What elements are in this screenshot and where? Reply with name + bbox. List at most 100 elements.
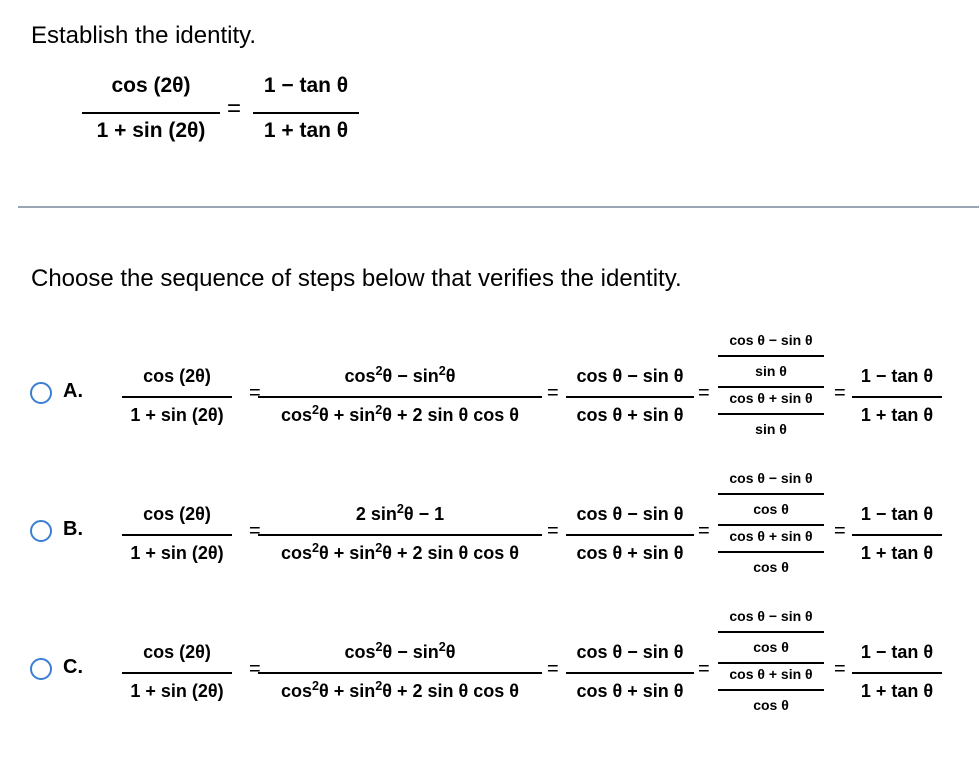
- identity-rhs: 1 − tan θ 1 + tan θ: [253, 74, 359, 146]
- step-5-numerator: 1 − tan θ: [860, 504, 934, 524]
- step-5-numerator: 1 − tan θ: [860, 642, 934, 662]
- equals-sign: =: [834, 658, 846, 680]
- equals-sign: =: [249, 520, 261, 542]
- step-2-fraction: 2 sin2θ − 1 cos2θ + sin2θ + 2 sin θ cos …: [258, 502, 542, 568]
- step-3-denominator: cos θ + sin θ: [576, 681, 684, 701]
- identity-rhs-denominator: 1 + tan θ: [263, 119, 349, 142]
- step-2-denominator: cos2θ + sin2θ + 2 sin θ cos θ: [280, 679, 520, 701]
- step-3-denominator: cos θ + sin θ: [576, 405, 684, 425]
- radio-button[interactable]: [30, 382, 52, 404]
- step-2-numerator: cos2θ − sin2θ: [344, 364, 456, 386]
- step-3-numerator: cos θ − sin θ: [576, 504, 684, 524]
- step-3-fraction: cos θ − sin θ cos θ + sin θ: [566, 504, 694, 568]
- fraction-bar: [82, 112, 220, 114]
- option-letter: C.: [63, 656, 83, 678]
- step-4-upper-numerator: cos θ − sin θ: [729, 608, 813, 624]
- step-4-upper-numerator: cos θ − sin θ: [729, 332, 813, 348]
- step-2-denominator: cos2θ + sin2θ + 2 sin θ cos θ: [280, 541, 520, 563]
- step-3-numerator: cos θ − sin θ: [576, 366, 684, 386]
- identity-lhs-denominator: 1 + sin (2θ): [96, 119, 206, 142]
- equals-sign: =: [698, 382, 710, 404]
- step-4-upper-denominator: cos θ: [753, 639, 789, 655]
- step-4-lower-denominator: sin θ: [755, 421, 787, 437]
- step-4-lower-numerator: cos θ + sin θ: [729, 390, 813, 406]
- equals-sign: =: [547, 520, 559, 542]
- identity-rhs-numerator: 1 − tan θ: [263, 74, 349, 97]
- radio-button[interactable]: [30, 658, 52, 680]
- fraction-bar: [852, 672, 942, 674]
- step-4-lower-fraction: cos θ + sin θ sin θ: [718, 390, 824, 438]
- section-separator: [18, 206, 979, 208]
- fraction-bar: [718, 493, 824, 495]
- fraction-bar: [718, 689, 824, 691]
- step-5-denominator: 1 + tan θ: [860, 543, 934, 563]
- step-5-denominator: 1 + tan θ: [860, 405, 934, 425]
- equals-sign: =: [547, 658, 559, 680]
- step-3-numerator: cos θ − sin θ: [576, 642, 684, 662]
- fraction-bar: [253, 112, 359, 114]
- fraction-bar: [718, 551, 824, 553]
- step-2-numerator: cos2θ − sin2θ: [344, 640, 456, 662]
- equals-sign: =: [547, 382, 559, 404]
- step-4-lower-numerator: cos θ + sin θ: [729, 666, 813, 682]
- option-letter: A.: [63, 380, 83, 402]
- fraction-bar: [566, 534, 694, 536]
- step-5-fraction: 1 − tan θ 1 + tan θ: [852, 504, 942, 568]
- step-1-numerator: cos (2θ): [143, 642, 211, 662]
- fraction-bar: [258, 534, 542, 536]
- fraction-bar: [566, 672, 694, 674]
- step-3-fraction: cos θ − sin θ cos θ + sin θ: [566, 642, 694, 706]
- fraction-bar: [852, 534, 942, 536]
- step-3-fraction: cos θ − sin θ cos θ + sin θ: [566, 366, 694, 430]
- step-2-fraction: cos2θ − sin2θ cos2θ + sin2θ + 2 sin θ co…: [258, 364, 542, 430]
- radio-button[interactable]: [30, 520, 52, 542]
- step-4-complex-fraction: cos θ − sin θ cos θ cos θ + sin θ cos θ: [718, 608, 824, 718]
- identity-lhs-numerator: cos (2θ): [111, 74, 191, 97]
- answer-option-b[interactable]: B. cos (2θ) 1 + sin (2θ) = 2 sin2θ − 1 c…: [30, 470, 975, 600]
- step-2-numerator: 2 sin2θ − 1: [355, 502, 445, 524]
- main-fraction-bar: [718, 524, 824, 526]
- step-3-denominator: cos θ + sin θ: [576, 543, 684, 563]
- fraction-bar: [718, 631, 824, 633]
- step-4-lower-fraction: cos θ + sin θ cos θ: [718, 666, 824, 714]
- step-4-lower-fraction: cos θ + sin θ cos θ: [718, 528, 824, 576]
- question-title: Establish the identity.: [31, 22, 257, 49]
- step-2-denominator: cos2θ + sin2θ + 2 sin θ cos θ: [280, 403, 520, 425]
- main-fraction-bar: [718, 386, 824, 388]
- instruction-text: Choose the sequence of steps below that …: [31, 265, 682, 292]
- fraction-bar: [852, 396, 942, 398]
- step-1-fraction: cos (2θ) 1 + sin (2θ): [122, 504, 232, 568]
- step-1-numerator: cos (2θ): [143, 504, 211, 524]
- option-letter: B.: [63, 518, 83, 540]
- step-2-fraction: cos2θ − sin2θ cos2θ + sin2θ + 2 sin θ co…: [258, 640, 542, 706]
- fraction-bar: [122, 534, 232, 536]
- step-1-denominator: 1 + sin (2θ): [130, 543, 224, 563]
- answer-option-a[interactable]: A. cos (2θ) 1 + sin (2θ) = cos2θ − sin2θ…: [30, 332, 975, 462]
- step-4-complex-fraction: cos θ − sin θ sin θ cos θ + sin θ sin θ: [718, 332, 824, 442]
- fraction-bar: [258, 672, 542, 674]
- step-1-fraction: cos (2θ) 1 + sin (2θ): [122, 642, 232, 706]
- equals-sign: =: [249, 382, 261, 404]
- step-5-numerator: 1 − tan θ: [860, 366, 934, 386]
- step-1-fraction: cos (2θ) 1 + sin (2θ): [122, 366, 232, 430]
- step-1-denominator: 1 + sin (2θ): [130, 681, 224, 701]
- step-5-fraction: 1 − tan θ 1 + tan θ: [852, 366, 942, 430]
- equals-sign: =: [698, 520, 710, 542]
- step-4-upper-denominator: cos θ: [753, 501, 789, 517]
- fraction-bar: [718, 355, 824, 357]
- fraction-bar: [718, 413, 824, 415]
- fraction-bar: [122, 396, 232, 398]
- step-4-upper-fraction: cos θ − sin θ sin θ: [718, 332, 824, 380]
- step-4-upper-fraction: cos θ − sin θ cos θ: [718, 470, 824, 518]
- fraction-bar: [122, 672, 232, 674]
- equals-sign: =: [834, 382, 846, 404]
- step-4-upper-fraction: cos θ − sin θ cos θ: [718, 608, 824, 656]
- main-fraction-bar: [718, 662, 824, 664]
- step-4-upper-denominator: sin θ: [755, 363, 787, 379]
- step-4-upper-numerator: cos θ − sin θ: [729, 470, 813, 486]
- answer-option-c[interactable]: C. cos (2θ) 1 + sin (2θ) = cos2θ − sin2θ…: [30, 608, 975, 738]
- fraction-bar: [566, 396, 694, 398]
- step-5-denominator: 1 + tan θ: [860, 681, 934, 701]
- equals-sign: =: [834, 520, 846, 542]
- identity-lhs: cos (2θ) 1 + sin (2θ): [82, 74, 220, 146]
